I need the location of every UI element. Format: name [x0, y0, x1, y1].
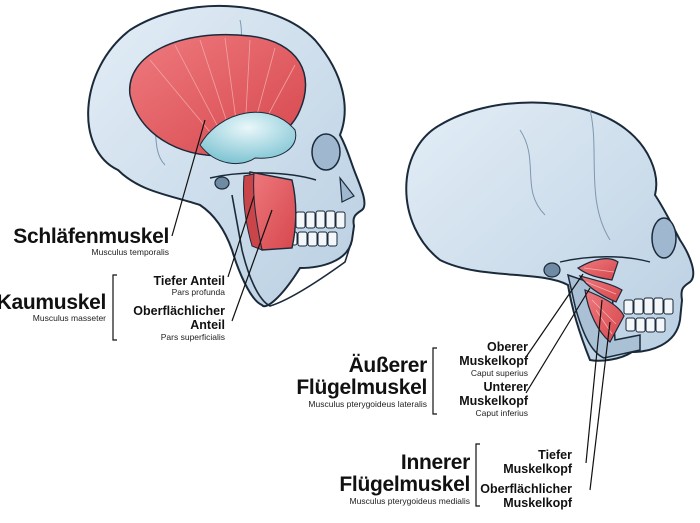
label-upper-head-2: Muskelkopf	[459, 354, 528, 368]
left-skull-nasal	[339, 176, 355, 203]
right-skull-suture	[519, 129, 546, 216]
label-masseter-superficial-1: Oberflächlicher	[133, 304, 225, 318]
left-skull-mandible	[231, 194, 353, 307]
left-skull-orbit	[311, 133, 341, 171]
label-upper-head-1: Oberer	[487, 340, 528, 354]
leader-masseter-superficial	[231, 209, 273, 322]
right-skull-suture-2	[589, 109, 611, 241]
right-skull-orbit	[651, 217, 677, 259]
label-temporalis-latin: Musculus temporalis	[91, 247, 169, 257]
left-skull	[87, 4, 366, 341]
right-skull	[405, 101, 695, 507]
label-upper-head-latin: Caput superius	[470, 368, 528, 378]
label-lower-head-1: Unterer	[483, 380, 528, 394]
left-skull-zygomatic	[209, 172, 317, 181]
label-medial-deep-1: Tiefer	[538, 448, 572, 462]
label-lower-head-latin: Caput inferius	[475, 408, 528, 418]
label-medial-deep-2: Muskelkopf	[503, 462, 572, 476]
label-temporalis: Schläfenmuskel	[13, 225, 169, 248]
right-leader-lines	[525, 273, 611, 491]
label-masseter-deep-latin: Pars profunda	[171, 287, 225, 297]
right-skull-ear-canal	[543, 262, 561, 278]
label-lower-head-2: Muskelkopf	[459, 394, 528, 408]
left-skull-ear-canal	[214, 176, 230, 190]
leader-medial-deep	[585, 299, 603, 464]
right-skull-cranium	[405, 101, 695, 362]
label-medial-pterygoid-2: Flügelmuskel	[339, 473, 470, 496]
right-skull-zygomatic	[559, 256, 651, 263]
label-medial-pterygoid-latin: Musculus pterygoideus medialis	[349, 496, 470, 506]
label-lateral-pterygoid-2: Flügelmuskel	[296, 376, 427, 399]
right-skull-teeth	[623, 297, 674, 333]
leader-upper-head	[525, 273, 584, 358]
label-masseter-superficial-2: Anteil	[190, 318, 225, 332]
left-leader-lines	[171, 119, 273, 322]
label-lateral-pterygoid-latin: Musculus pterygoideus lateralis	[308, 399, 427, 409]
label-masseter-latin: Musculus masseter	[32, 313, 106, 323]
right-lateral-pterygoid-lower	[578, 275, 623, 303]
leader-medial-superficial	[589, 321, 611, 491]
label-masseter-superficial-latin: Pars superficialis	[160, 332, 225, 342]
left-temporalis-tendon	[199, 111, 297, 165]
medial-pterygoid-bracket	[475, 443, 480, 507]
lateral-pterygoid-bracket	[432, 347, 437, 415]
label-masseter-deep: Tiefer Anteil	[153, 274, 225, 288]
label-medial-pterygoid-1: Innerer	[400, 451, 470, 474]
right-lateral-pterygoid-upper	[576, 258, 619, 281]
label-medial-superficial-2: Muskelkopf	[503, 496, 572, 510]
masseter-bracket	[112, 274, 117, 341]
label-medial-superficial-1: Oberflächlicher	[480, 482, 572, 496]
left-masseter-deep	[243, 173, 263, 251]
leader-masseter-deep	[227, 195, 255, 278]
leader-lower-head	[525, 287, 591, 394]
label-masseter: Kaumuskel	[0, 291, 106, 314]
leader-temporalis	[171, 119, 206, 237]
label-lateral-pterygoid-1: Äußerer	[348, 354, 428, 377]
